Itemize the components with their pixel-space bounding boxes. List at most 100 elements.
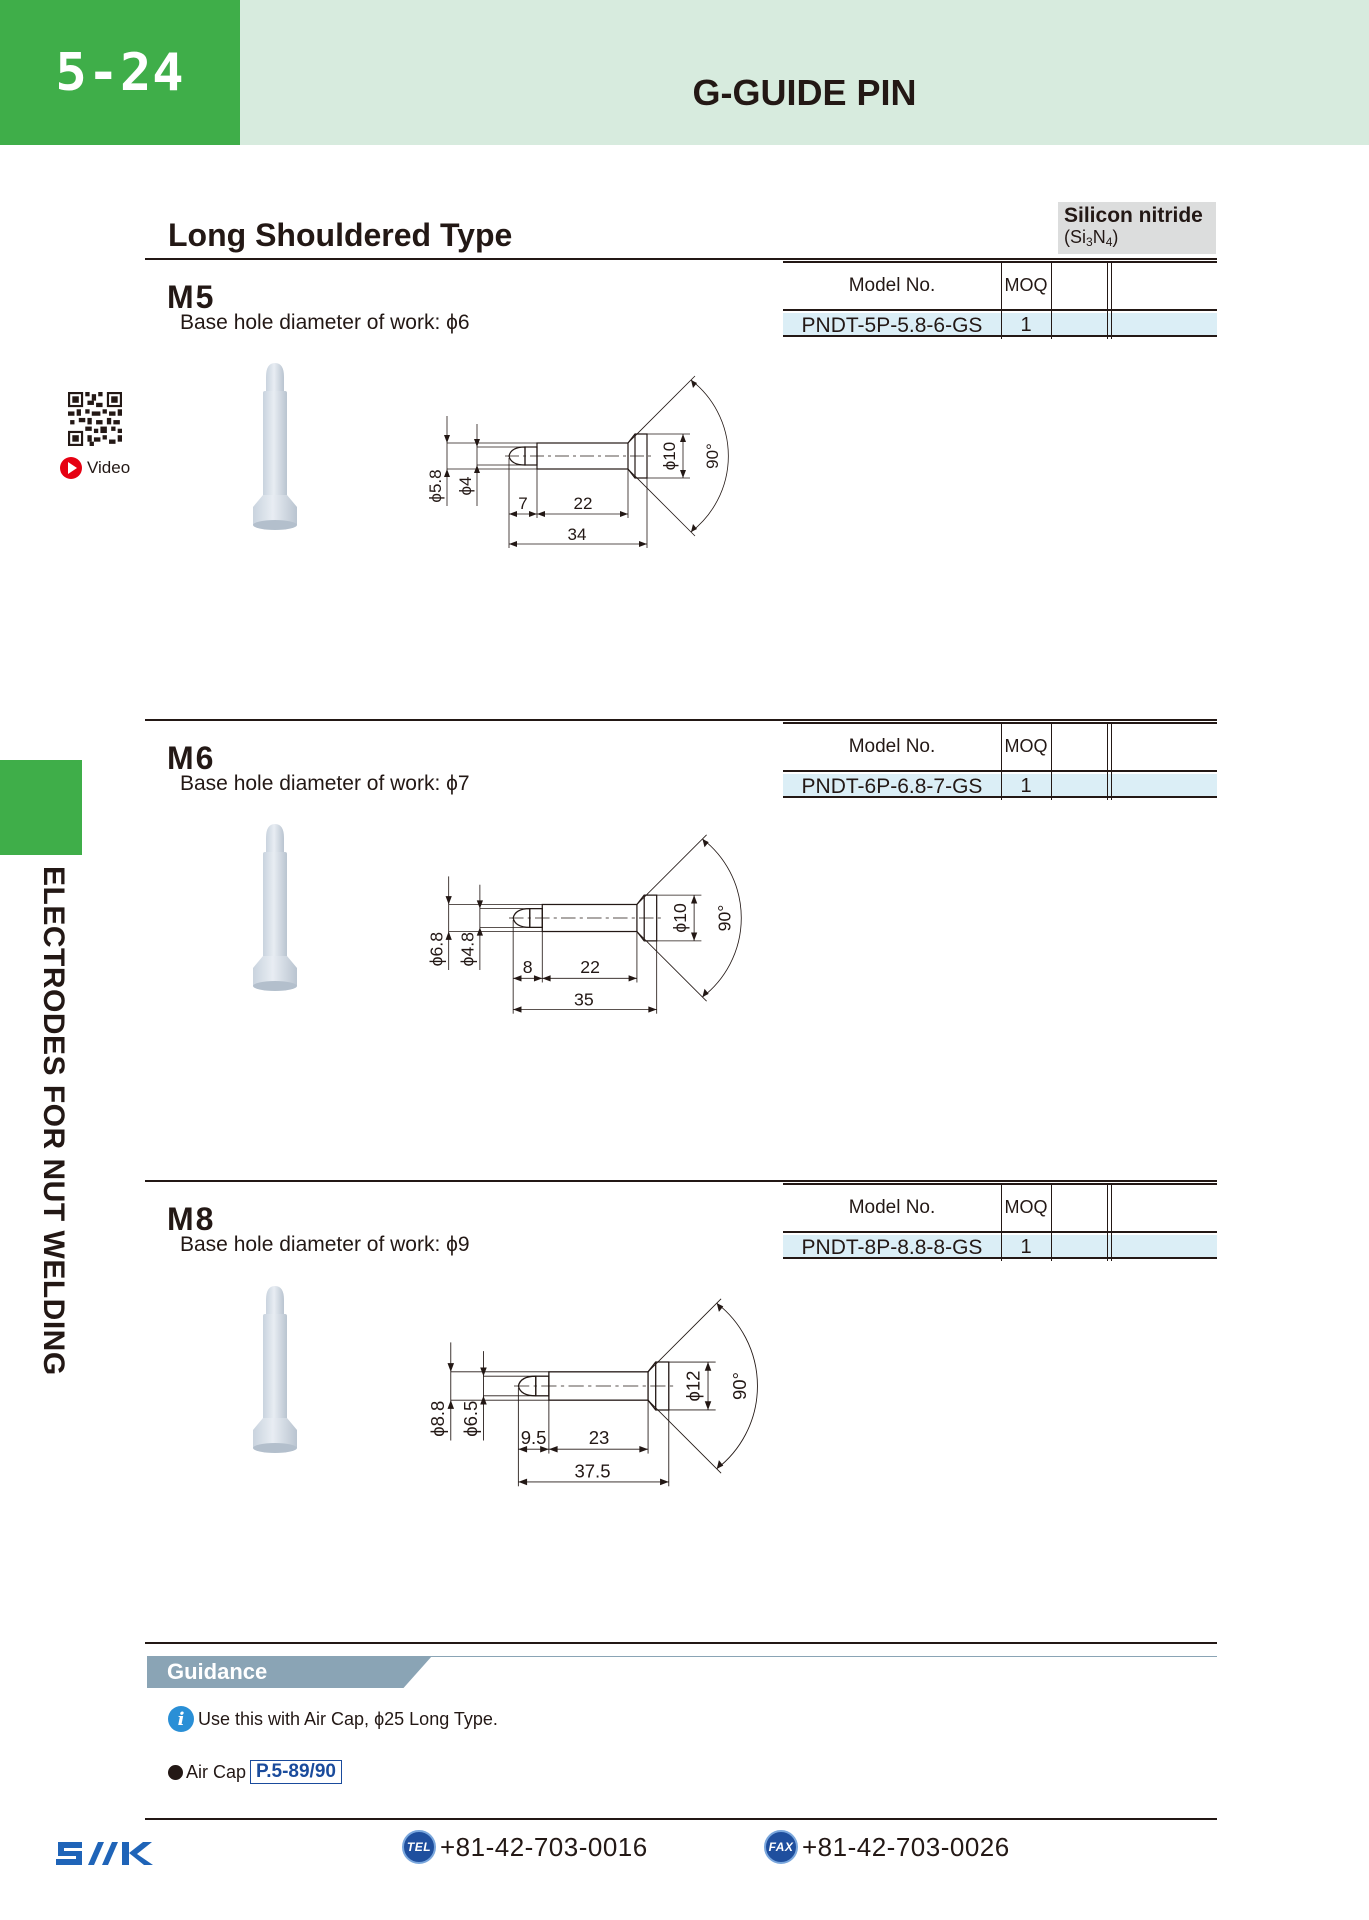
dim-tip-length: 7 (518, 494, 527, 513)
size-code: M6 (167, 740, 216, 776)
table-column-divider (1051, 1183, 1052, 1261)
model-number[interactable]: PNDT-8P-8.8-8-GS (801, 1236, 983, 1259)
qr-code-icon[interactable] (68, 392, 122, 446)
model-row-background (783, 1235, 1217, 1259)
model-row-background (783, 774, 1217, 798)
size-code: M5 (167, 279, 216, 315)
guidance-underline (420, 1656, 1217, 1657)
air-cap-reference: Air Cap P.5-89/90 (168, 1760, 342, 1784)
page-title: G-GUIDE PIN (692, 72, 917, 113)
table-rule (783, 261, 1217, 263)
dim-inner-diameter: ϕ4 (456, 477, 475, 496)
dim-inner-diameter: ϕ4.8 (458, 932, 478, 967)
fax-contact[interactable]: FAX +81-42-703-0026 (764, 1830, 1010, 1864)
dim-inner-diameter: ϕ6.5 (460, 1401, 481, 1437)
table-column-divider (1107, 722, 1108, 800)
table-rule (783, 335, 1217, 337)
dim-outer-diameter: ϕ8.8 (427, 1401, 448, 1437)
technical-drawing: ϕ6.8 ϕ4.8 8 22 35 ϕ10 90° (426, 834, 742, 1014)
material-badge: Silicon nitride (Si3N4) (1058, 202, 1216, 254)
product-photo (253, 363, 297, 530)
air-cap-label: Air Cap (186, 1761, 247, 1782)
product-photo (253, 1286, 297, 1453)
material-name: Silicon nitride (1064, 204, 1203, 227)
table-column-divider (1111, 722, 1112, 800)
dim-total-length: 35 (574, 989, 594, 1009)
table-column-divider (1001, 261, 1002, 339)
tel-number: +81-42-703-0016 (440, 1831, 648, 1862)
section-rule (145, 719, 1217, 721)
section-rule (145, 258, 1217, 260)
guidance-rule (145, 1642, 1217, 1644)
dim-chamfer-angle: 90° (703, 443, 722, 469)
guidance-note-text: Use this with Air Cap, ϕ25 Long Type. (198, 1708, 498, 1729)
company-logo (56, 1842, 153, 1865)
guidance-label: Guidance (147, 1656, 432, 1688)
table-column-divider (1051, 722, 1052, 800)
moq-header: MOQ (1004, 275, 1048, 295)
dim-head-diameter: ϕ12 (682, 1371, 703, 1402)
table-column-divider (1001, 722, 1002, 800)
dim-body-length: 22 (580, 957, 600, 977)
moq-header: MOQ (1004, 1197, 1048, 1217)
dim-chamfer-angle: 90° (715, 905, 735, 932)
video-link[interactable]: Video (60, 457, 130, 479)
table-rule (783, 1257, 1217, 1259)
footer-rule (145, 1818, 1217, 1820)
guidance-note: i Use this with Air Cap, ϕ25 Long Type. (168, 1706, 498, 1732)
moq-value: 1 (1020, 314, 1032, 336)
base-hole-diameter: Base hole diameter of work: ϕ7 (180, 772, 470, 795)
dim-chamfer-angle: 90° (729, 1372, 750, 1400)
table-rule (783, 1183, 1217, 1185)
base-hole-diameter: Base hole diameter of work: ϕ9 (180, 1233, 470, 1256)
section-rule (145, 1180, 1217, 1182)
table-column-divider (1001, 1183, 1002, 1261)
model-table: Model No. MOQ PNDT-5P-5.8-6-GS 1 (783, 261, 1217, 339)
info-icon: i (168, 1706, 194, 1732)
page-header: 5-24 G-GUIDE PIN (0, 0, 1369, 145)
table-rule (783, 796, 1217, 798)
side-tab-marker (0, 760, 82, 855)
model-no-header: Model No. (848, 1197, 936, 1218)
dim-tip-length: 9.5 (521, 1427, 547, 1448)
table-rule (783, 770, 1217, 772)
page-number: 5-24 (0, 0, 240, 145)
dim-body-length: 22 (574, 494, 593, 513)
tel-contact[interactable]: TEL +81-42-703-0016 (402, 1830, 648, 1864)
size-code: M8 (167, 1201, 216, 1237)
dim-body-length: 23 (589, 1427, 610, 1448)
dim-total-length: 37.5 (574, 1461, 610, 1482)
phone-icon: TEL (402, 1830, 436, 1864)
play-icon (60, 457, 82, 479)
technical-drawing: ϕ8.8 ϕ6.5 9.5 23 37.5 ϕ12 90° (427, 1298, 758, 1487)
model-no-header: Model No. (848, 275, 936, 296)
dim-outer-diameter: ϕ5.8 (426, 469, 445, 502)
table-column-divider (1051, 261, 1052, 339)
fax-number: +81-42-703-0026 (802, 1831, 1010, 1862)
section-title: Long Shouldered Type (168, 217, 513, 253)
material-formula: (Si3N4) (1064, 227, 1119, 249)
table-rule (783, 309, 1217, 311)
page-reference-link[interactable]: P.5-89/90 (250, 1760, 342, 1784)
dim-tip-length: 8 (523, 957, 533, 977)
table-rule (783, 1231, 1217, 1233)
model-no-header: Model No. (848, 736, 936, 757)
fax-icon: FAX (764, 1830, 798, 1864)
video-label: Video (87, 458, 131, 477)
model-number[interactable]: PNDT-5P-5.8-6-GS (801, 314, 983, 337)
product-photo (253, 824, 297, 991)
model-row-background (783, 313, 1217, 337)
table-column-divider (1111, 1183, 1112, 1261)
table-column-divider (1111, 261, 1112, 339)
model-number[interactable]: PNDT-6P-6.8-7-GS (801, 775, 983, 798)
dim-outer-diameter: ϕ6.8 (426, 932, 446, 967)
moq-value: 1 (1020, 775, 1032, 797)
side-tab-label: ELECTRODES FOR NUT WELDING (37, 866, 70, 1376)
table-column-divider (1107, 1183, 1108, 1261)
dim-head-diameter: ϕ10 (670, 903, 690, 933)
